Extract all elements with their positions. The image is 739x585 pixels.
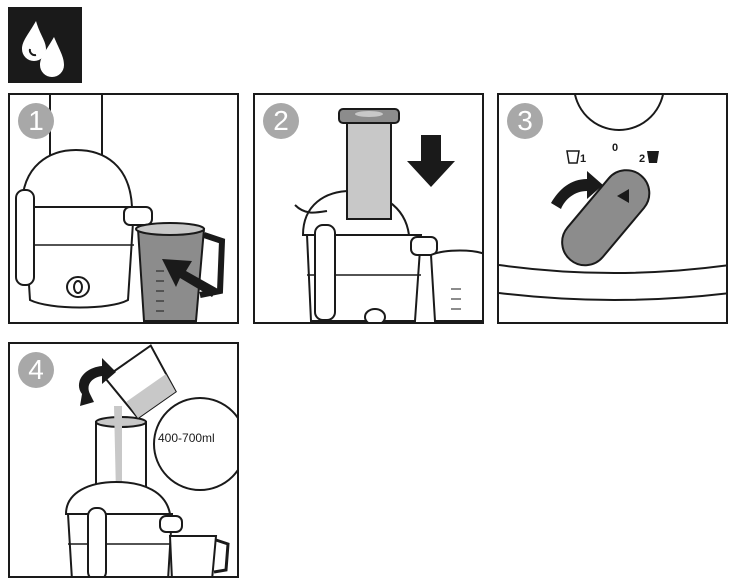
step-number-badge: 4: [18, 352, 54, 388]
step-4-panel: 4 400-700ml: [8, 342, 239, 578]
step-number-badge: 1: [18, 103, 54, 139]
dial-setting-1-label: 1: [580, 153, 587, 165]
step-3-panel: 3 1 0 2: [497, 93, 728, 324]
juicer-with-jug-illustration: [15, 95, 226, 322]
pour-water-illustration: [64, 344, 237, 576]
step-1-panel: 1: [8, 93, 239, 324]
volume-label: 400-700ml: [158, 431, 215, 445]
speed-dial-illustration: [499, 95, 726, 301]
step-number-badge: 3: [507, 103, 543, 139]
dial-setting-0-label: 0: [612, 142, 619, 154]
insert-pusher-illustration: [294, 108, 482, 322]
water-drops-icon-box: [8, 7, 82, 83]
dial-setting-2-label: 2: [639, 153, 646, 165]
water-drops-icon: [22, 21, 64, 77]
step-2-panel: 2: [253, 93, 484, 324]
step-number-badge: 2: [263, 103, 299, 139]
